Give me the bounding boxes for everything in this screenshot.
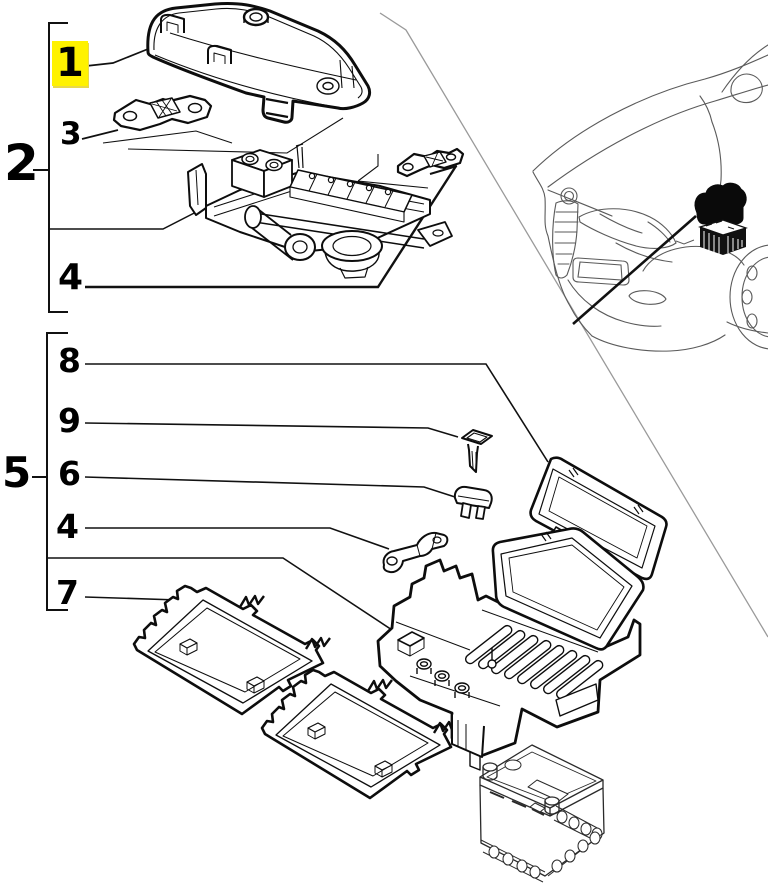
bracket-5-pointer (47, 557, 431, 656)
callout-8[interactable]: 8 (58, 341, 81, 380)
front-left-edge (532, 171, 593, 337)
callout-4-top[interactable]: 4 (58, 257, 84, 298)
callout-7[interactable]: 7 (56, 573, 79, 612)
callout-3-leader (81, 129, 119, 140)
brand-badge-inner (563, 190, 575, 202)
under-headlight-crease (615, 242, 673, 263)
wheel-outer (729, 244, 768, 350)
callout-5[interactable]: 5 (2, 448, 32, 497)
terminal-cover-part (146, 2, 372, 124)
callout-3-pointer-b (127, 117, 344, 154)
callout-leaders-bottom (84, 363, 549, 608)
air-dam (567, 279, 662, 327)
fog-lamp (628, 290, 667, 305)
fusebox-body-part (376, 527, 645, 771)
bracket-3b-pointer (357, 154, 429, 189)
callout-1[interactable]: 1 (52, 41, 88, 86)
a-pillar (721, 44, 768, 93)
fender-line (547, 189, 613, 217)
wheel-rim (741, 256, 768, 338)
callout-6-leader (84, 476, 456, 498)
callout-8-leader (85, 363, 549, 463)
relay-assembly-part (187, 143, 453, 279)
hood-line (532, 54, 768, 172)
callout-9[interactable]: 9 (58, 401, 81, 440)
bumper-recess-inner (577, 261, 623, 281)
sill-line (726, 321, 768, 334)
brand-badge-icon (560, 187, 578, 205)
small-bracket-part-a (112, 94, 213, 132)
mini-fuse-part (453, 485, 493, 520)
fuse-puller-part (461, 429, 493, 473)
bumper-bottom (591, 334, 726, 352)
highlighted-location-box (675, 182, 748, 255)
mirror-icon (730, 73, 763, 104)
cowl-line (699, 95, 713, 123)
headlight-outline (578, 208, 677, 249)
callout-3-pointer-a (102, 130, 233, 144)
section-separator-line (379, 12, 768, 638)
bracket-group-2 (33, 22, 68, 313)
callout-4b-leader (85, 527, 390, 550)
callout-2[interactable]: 2 (4, 134, 39, 192)
wheel-hole (746, 313, 758, 329)
grille-shield (552, 200, 579, 279)
battery-part (479, 744, 605, 883)
vehicle-pointer-line (572, 215, 697, 325)
bracket-group-5 (32, 332, 431, 656)
wheel-hole (746, 265, 758, 281)
small-bracket-part-b (396, 147, 465, 178)
callout-3[interactable]: 3 (60, 116, 82, 152)
wheel-hole (741, 289, 753, 305)
grille-bars (554, 211, 579, 265)
hood-shutline (547, 84, 768, 188)
callout-6[interactable]: 6 (58, 454, 81, 493)
callout-9-leader (84, 422, 459, 438)
bumper-recess (572, 257, 630, 286)
callout-1-leader (85, 48, 149, 67)
callout-leaders-top (81, 48, 429, 189)
fusible-link-part (382, 531, 449, 574)
callout-4-bottom[interactable]: 4 (56, 507, 79, 546)
